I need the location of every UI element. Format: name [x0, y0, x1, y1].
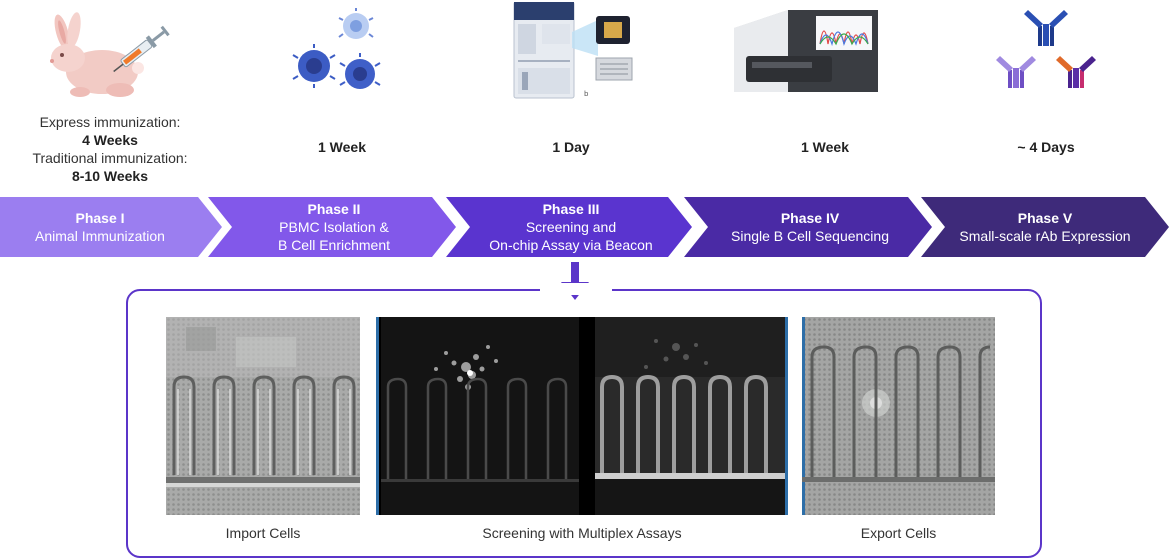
phase-desc: PBMC Isolation & [279, 219, 389, 235]
phase-2-shape [208, 197, 456, 257]
caption-import-cells: Import Cells [225, 525, 301, 541]
screening-multiplex-image [376, 317, 788, 515]
time-label-phase-1: Express immunization: 4 Weeks Traditiona… [0, 113, 220, 185]
caption-export-cells: Export Cells [860, 525, 937, 541]
phase-title: Phase I [75, 210, 125, 226]
time-label-phase-3: 1 Day [552, 139, 590, 155]
phase-desc: Small-scale rAb Expression [959, 228, 1131, 244]
time-line: Express immunization: [39, 114, 181, 130]
phase-desc: B Cell Enrichment [277, 237, 391, 253]
phase-title: Phase V [1017, 210, 1073, 226]
phase-5-shape [921, 197, 1169, 257]
phase-3-shape [446, 197, 692, 257]
phase-2-chevron: Phase II PBMC Isolation & B Cell Enrichm… [208, 197, 456, 257]
phase-title: Phase II [307, 201, 361, 217]
phase-desc: Screening and [525, 219, 617, 235]
phase-1-chevron: Phase I Animal Immunization [0, 197, 222, 257]
import-cells-image [166, 317, 360, 515]
time-label-phase-4: 1 Week [801, 139, 849, 155]
phase-desc: On-chip Assay via Beacon [489, 237, 653, 253]
export-cells-image [802, 317, 995, 515]
phase-desc: Animal Immunization [35, 228, 165, 244]
phase-title: Phase III [542, 201, 600, 217]
time-label-phase-2: 1 Week [318, 139, 366, 155]
phase-5-chevron: Phase V Small-scale rAb Expression [921, 197, 1169, 257]
sequencer-icon [728, 4, 882, 96]
panel-gap [540, 283, 612, 295]
caption-screening: Screening with Multiplex Assays [482, 525, 682, 541]
svg-text:b: b [584, 90, 589, 98]
b-cells-icon [290, 8, 390, 96]
time-line: 8-10 Weeks [71, 168, 148, 184]
phase-1-shape [0, 197, 222, 257]
phase-desc: Single B Cell Sequencing [731, 228, 889, 244]
beacon-instrument-icon: b [512, 1, 642, 100]
antibodies-icon [994, 6, 1098, 92]
phase-4-shape [684, 197, 932, 257]
time-line: Traditional immunization: [32, 150, 188, 166]
phase-title: Phase IV [780, 210, 840, 226]
rabbit-syringe-icon [40, 10, 180, 100]
phase-4-chevron: Phase IV Single B Cell Sequencing [684, 197, 932, 257]
time-line: 4 Weeks [82, 132, 138, 148]
phase-3-chevron: Phase III Screening and On-chip Assay vi… [446, 197, 692, 257]
time-label-phase-5: ~ 4 Days [1017, 139, 1075, 155]
